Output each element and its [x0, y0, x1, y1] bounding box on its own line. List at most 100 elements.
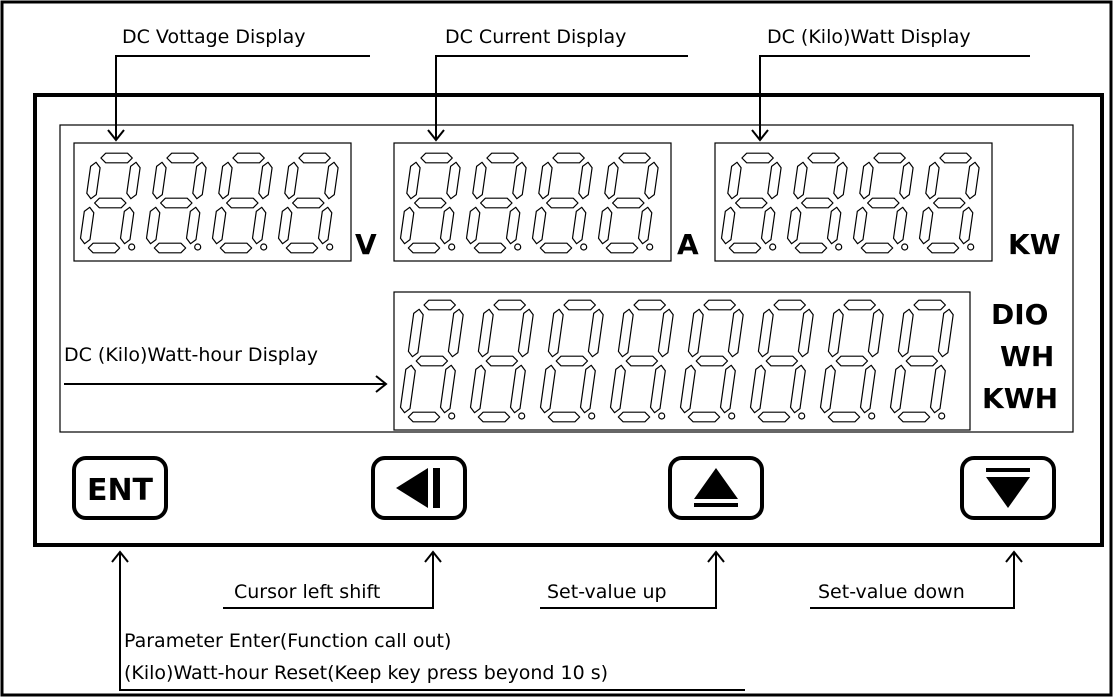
seven-segment-digit — [889, 299, 954, 423]
digit-segment — [611, 197, 645, 209]
digit-segment — [644, 161, 659, 200]
digit-segment — [126, 161, 141, 200]
current-digits — [399, 152, 659, 254]
digit-segment — [571, 206, 587, 245]
digit-segment — [687, 411, 721, 423]
digit-segment — [406, 161, 421, 200]
decimal-point — [518, 412, 526, 420]
energy-unit-dio: DIO — [991, 298, 1048, 331]
digit-segment — [407, 308, 424, 358]
set-down-button[interactable] — [960, 456, 1056, 520]
digit-segment — [827, 411, 861, 423]
bottom-leaders — [111, 550, 1023, 691]
digit-segment — [226, 197, 259, 209]
current-display-box — [393, 142, 672, 262]
watt-display-box — [714, 142, 993, 262]
seven-segment-digit — [597, 152, 659, 254]
digit-segment — [695, 355, 729, 367]
digit-segment — [587, 308, 604, 358]
digit-segment — [833, 161, 848, 200]
digit-segment — [473, 242, 507, 254]
digit-segment — [407, 242, 441, 254]
digit-segment — [166, 152, 199, 164]
seven-segment-digit — [852, 152, 914, 254]
cursor-left-label: Cursor left shift — [234, 581, 380, 603]
decimal-point — [658, 412, 666, 420]
digit-segment — [873, 152, 906, 164]
cursor-left-button[interactable] — [371, 456, 467, 520]
digit-segment — [439, 364, 456, 414]
digit-segment — [493, 299, 527, 311]
digit-segment — [918, 206, 934, 245]
digit-segment — [800, 197, 834, 209]
seven-segment-digit — [819, 299, 884, 423]
digit-segment — [939, 152, 972, 164]
current-display-label: DC Current Display — [445, 26, 626, 48]
digit-segment — [578, 161, 593, 200]
decimal-point — [938, 412, 946, 420]
digit-segment — [867, 308, 884, 358]
set-up-button[interactable] — [668, 456, 764, 520]
digit-segment — [633, 299, 667, 311]
digit-segment — [485, 355, 519, 367]
digit-segment — [218, 161, 233, 200]
digit-segment — [932, 197, 966, 209]
digit-segment — [538, 161, 553, 200]
digit-segment — [539, 364, 556, 414]
digit-segment — [477, 411, 511, 423]
digit-segment — [399, 364, 416, 414]
digit-segment — [749, 364, 766, 414]
watthour-display-box — [393, 291, 971, 431]
down-triangle-icon — [986, 468, 1030, 508]
digit-segment — [637, 206, 653, 245]
digit-segment — [232, 152, 265, 164]
digit-segment — [486, 152, 519, 164]
digit-segment — [399, 206, 415, 245]
digit-segment — [324, 161, 339, 200]
digit-segment — [446, 161, 461, 200]
decimal-point — [901, 243, 909, 251]
decimal-point — [260, 243, 268, 251]
enter-button[interactable]: ENT — [72, 456, 168, 520]
digit-segment — [185, 206, 201, 245]
digit-segment — [679, 364, 696, 414]
digit-segment — [512, 161, 527, 200]
digit-segment — [687, 308, 704, 358]
digit-segment — [860, 242, 894, 254]
digit-segment — [509, 364, 526, 414]
digit-segment — [794, 242, 828, 254]
digit-segment — [925, 161, 940, 200]
watthour-display-label: DC (Kilo)Watt-hour Display — [64, 344, 318, 366]
cursor-left-icon — [396, 468, 440, 508]
decimal-point — [588, 412, 596, 420]
decimal-point — [580, 243, 588, 251]
watt-digits — [720, 152, 980, 254]
digit-segment — [958, 206, 974, 245]
digit-segment — [826, 206, 842, 245]
enter-button-label: ENT — [87, 473, 154, 508]
energy-unit-wh: WH — [1000, 340, 1054, 373]
voltage-display-box — [73, 142, 352, 262]
seven-segment-digit — [469, 299, 534, 423]
decimal-point — [868, 412, 876, 420]
decimal-point — [128, 243, 136, 251]
digit-segment — [119, 206, 135, 245]
digit-segment — [423, 299, 456, 311]
digit-segment — [160, 197, 193, 209]
digit-segment — [292, 197, 325, 209]
digit-segment — [563, 299, 597, 311]
digit-segment — [789, 364, 806, 414]
digit-segment — [866, 197, 900, 209]
digit-segment — [797, 308, 814, 358]
digit-segment — [439, 206, 455, 245]
digit-segment — [859, 161, 874, 200]
digit-segment — [765, 355, 799, 367]
decimal-point — [798, 412, 806, 420]
digit-segment — [786, 206, 802, 245]
display-window — [59, 124, 1074, 433]
digit-segment — [415, 355, 449, 367]
digit-segment — [905, 355, 939, 367]
digit-segment — [897, 411, 931, 423]
digit-segment — [480, 197, 513, 209]
